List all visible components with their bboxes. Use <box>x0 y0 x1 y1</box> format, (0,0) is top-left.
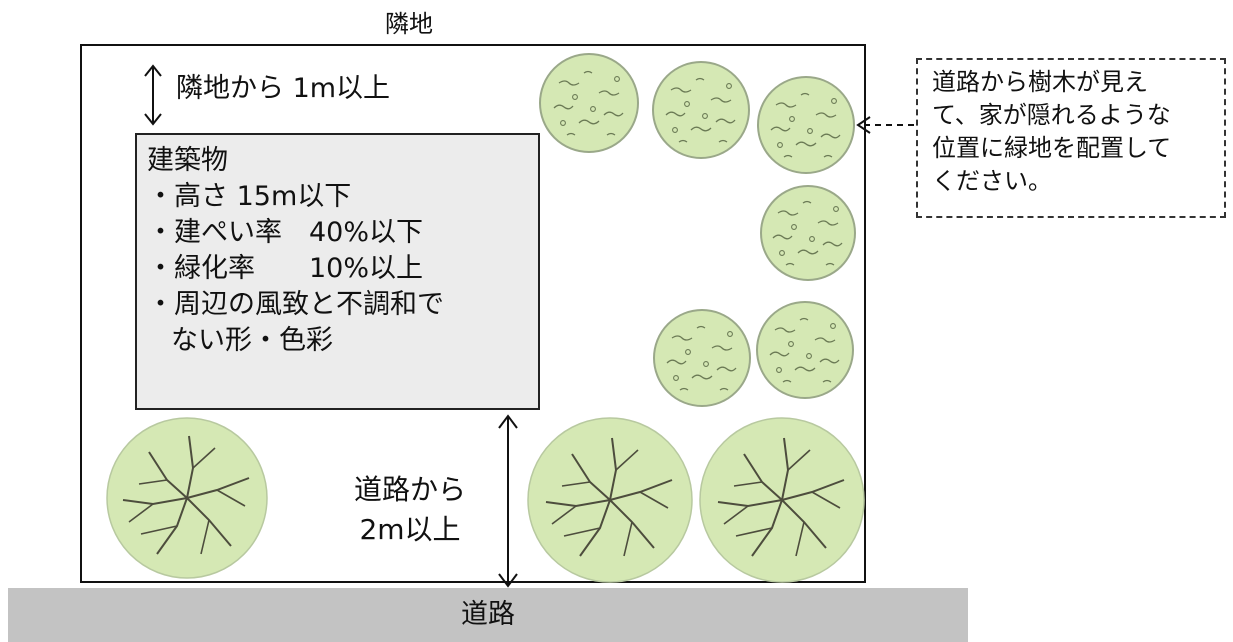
shrub <box>756 301 854 399</box>
callout-line: 位置に緑地を配置して <box>932 134 1172 162</box>
callout-line: て、家が隠れるような <box>932 101 1171 129</box>
road-setback-line2: 2m以上 <box>359 513 461 546</box>
road-setback-label: 道路から 2m以上 <box>330 470 490 550</box>
shrub <box>757 76 855 174</box>
condition-scenery-cont: ない形・色彩 <box>171 325 333 356</box>
callout-line: ください。 <box>932 167 1052 195</box>
tree <box>527 417 693 583</box>
shrub <box>652 61 750 159</box>
neighbor-setback-label: 隣地から 1m以上 <box>176 73 391 104</box>
condition-scenery: ・周辺の風致と不調和で <box>147 289 444 320</box>
neighbor-label: 隣地 <box>385 10 433 38</box>
neighbor-setback-arrow <box>144 64 162 126</box>
site-boundary <box>80 44 866 583</box>
road-setback-arrow <box>498 414 518 588</box>
condition-coverage: ・建ぺい率 40%以下 <box>147 217 424 248</box>
tree <box>106 417 268 579</box>
building-box: 建築物 ・高さ 15m以下 ・建ぺい率 40%以下 ・緑化率 10%以上 ・周辺… <box>135 133 540 410</box>
condition-greening: ・緑化率 10%以上 <box>147 253 424 284</box>
callout-box: 道路から樹木が見え て、家が隠れるような 位置に緑地を配置して ください。 <box>916 58 1226 218</box>
shrub <box>539 53 639 153</box>
tree <box>699 417 865 583</box>
shrub <box>760 185 856 281</box>
building-title: 建築物 <box>147 145 228 176</box>
road-setback-line1: 道路から <box>353 473 466 506</box>
road-label: 道路 <box>461 599 515 630</box>
road-bar <box>8 588 968 642</box>
shrub <box>653 309 751 407</box>
callout-pointer-arrow <box>856 116 914 134</box>
condition-height: ・高さ 15m以下 <box>147 181 352 212</box>
callout-line: 道路から樹木が見え <box>932 68 1148 96</box>
